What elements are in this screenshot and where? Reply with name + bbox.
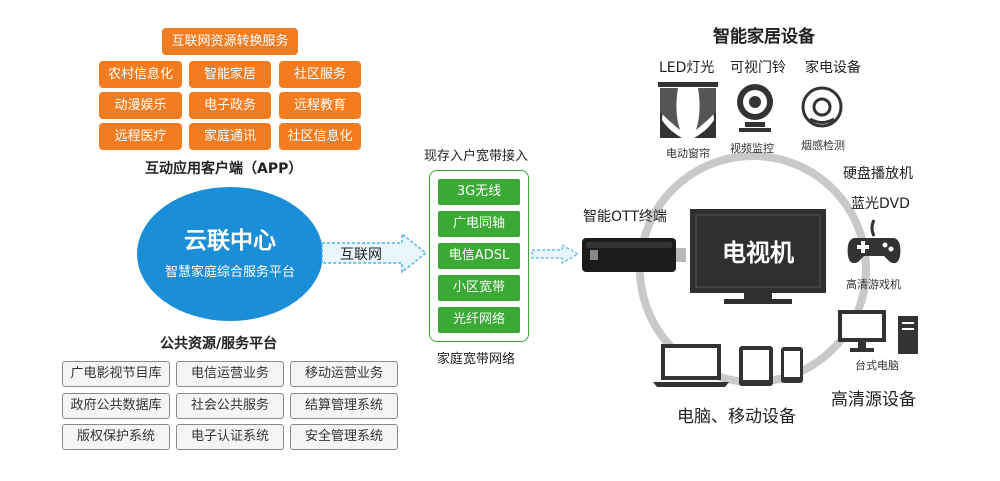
broadband-panel: 3G无线 广电同轴 电信ADSL 小区宽带 光纤网络 — [429, 170, 529, 342]
smart-home-category: LED灯光 — [659, 60, 715, 76]
cloud-center-title: 云联中心 — [184, 228, 276, 254]
app-service-item: 智能家居 — [189, 61, 271, 88]
public-platform-item: 政府公共数据库 — [62, 393, 170, 419]
ott-stick-icon — [582, 238, 686, 272]
broadband-option: 光纤网络 — [438, 307, 520, 333]
public-platform-item: 移动运营业务 — [290, 361, 398, 387]
tv-label: 电视机 — [722, 239, 794, 267]
app-service-item: 动漫娱乐 — [99, 92, 182, 119]
curtain-icon — [658, 82, 718, 138]
app-service-item: 远程教育 — [279, 92, 361, 119]
broadband-top-caption: 现存入户宽带接入 — [424, 149, 529, 164]
phone-icon — [781, 347, 803, 383]
broadband-option: 电信ADSL — [438, 243, 520, 269]
internet-label: 互联网 — [340, 247, 382, 263]
public-platform-item: 电子认证系统 — [176, 424, 284, 450]
broadband-bottom-caption: 家庭宽带网络 — [437, 352, 516, 367]
gamepad-icon — [847, 219, 901, 264]
broadband-option: 广电同轴 — [438, 211, 520, 237]
smart-home-device: 电动窗帘 — [666, 147, 710, 160]
app-service-item: 电子政务 — [189, 92, 271, 119]
internet-arrow-shape — [321, 232, 428, 274]
app-caption: 互动应用客户端（APP） — [145, 161, 303, 177]
service-top: 互联网资源转换服务 — [162, 28, 298, 55]
cloud-center-subtitle: 智慧家庭综合服务平台 — [164, 265, 295, 280]
hd-source-item: 蓝光DVD — [851, 196, 910, 212]
broadband-option: 3G无线 — [438, 179, 520, 205]
connection-arrow-shape — [531, 243, 580, 265]
hd-source-item: 硬盘播放机 — [843, 166, 913, 182]
ott-label: 智能OTT终端 — [583, 209, 667, 225]
smart-home-category: 家电设备 — [805, 60, 861, 76]
public-platform-item: 结算管理系统 — [290, 393, 398, 419]
app-service-item: 农村信息化 — [99, 61, 182, 88]
tablet-icon — [739, 346, 773, 386]
smart-home-device: 视频监控 — [730, 142, 774, 155]
camera-icon — [737, 84, 773, 132]
app-service-item: 家庭通讯 — [189, 123, 271, 150]
desktop-pc-label: 台式电脑 — [855, 359, 899, 372]
smart-home-title: 智能家居设备 — [713, 27, 815, 47]
smart-home-category: 可视门铃 — [730, 60, 786, 76]
app-service-item: 社区服务 — [279, 61, 361, 88]
mobile-title: 电脑、移动设备 — [677, 407, 796, 427]
cloud-center — [137, 187, 323, 321]
app-service-item: 社区信息化 — [279, 123, 361, 150]
game-console-label: 高清游戏机 — [846, 278, 901, 291]
tv-icon — [690, 209, 826, 304]
laptop-icon — [653, 344, 729, 387]
smart-home-device: 烟感检测 — [801, 139, 845, 152]
desktop-pc-icon — [838, 310, 918, 354]
public-platform-caption: 公共资源/服务平台 — [160, 336, 278, 352]
public-platform-item: 广电影视节目库 — [62, 361, 170, 387]
public-platform-item: 社会公共服务 — [176, 393, 284, 419]
connection-arrow — [531, 243, 580, 265]
public-platform-item: 安全管理系统 — [290, 424, 398, 450]
internet-arrow — [321, 232, 428, 274]
broadband-option: 小区宽带 — [438, 275, 520, 301]
hd-source-title: 高清源设备 — [831, 390, 916, 410]
smoke-detector-icon — [801, 86, 843, 128]
public-platform-item: 电信运营业务 — [176, 361, 284, 387]
public-platform-item: 版权保护系统 — [62, 424, 170, 450]
app-service-item: 远程医疗 — [99, 123, 182, 150]
